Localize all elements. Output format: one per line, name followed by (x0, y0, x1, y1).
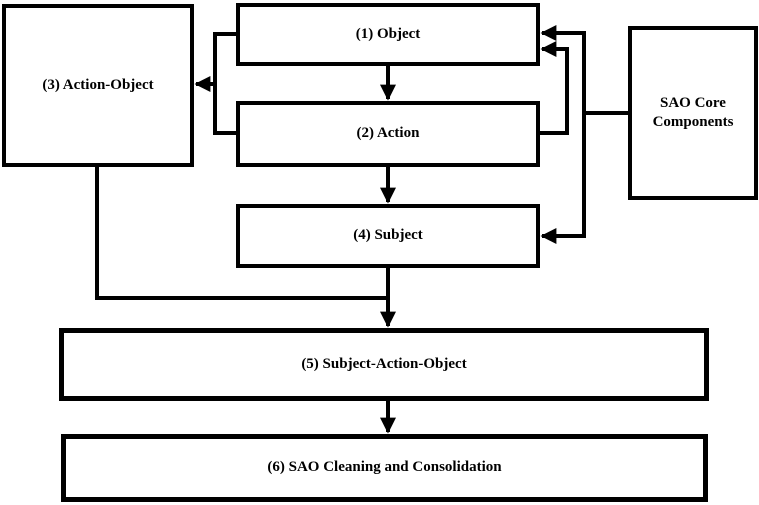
node-sao-cleaning-consolidation: (6) SAO Cleaning and Consolidation (61, 434, 708, 502)
node-subject: (4) Subject (236, 204, 540, 268)
node-object-label: (1) Object (355, 25, 421, 42)
node-subject-action-object-label: (5) Subject-Action-Object (301, 355, 467, 372)
node-object: (1) Object (236, 3, 540, 66)
connector-bracket-object-action (213, 32, 236, 135)
connector-sao-core-to-object (540, 25, 628, 115)
node-sao-cleaning-consolidation-label: (6) SAO Cleaning and Consolidation (267, 459, 502, 476)
node-action: (2) Action (236, 101, 540, 167)
node-sao-core-components-label: SAO Core Components (652, 94, 734, 131)
node-subject-action-object: (5) Subject-Action-Object (59, 328, 709, 401)
connector-action-object-to-junction (95, 167, 388, 300)
node-subject-label: (4) Subject (353, 227, 423, 244)
node-action-object-label: (3) Action-Object (42, 76, 154, 93)
node-action-label: (2) Action (356, 125, 420, 142)
node-sao-core-components: SAO Core Components (628, 26, 758, 200)
node-action-object: (3) Action-Object (2, 4, 194, 167)
connector-sao-core-to-subject (540, 113, 586, 244)
connector-action-to-object-feedback (540, 41, 569, 135)
